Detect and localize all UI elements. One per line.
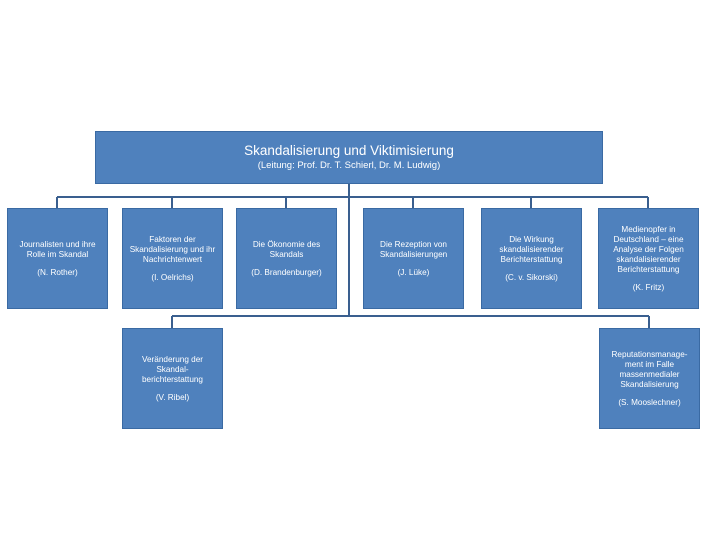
- project-node-rother: Journalisten und ihre Rolle im Skandal (…: [7, 208, 108, 309]
- root-node: Skandalisierung und Viktimisierung (Leit…: [95, 131, 603, 184]
- project-lead: (S. Mooslechner): [618, 397, 681, 407]
- project-node-oelrichs: Faktoren der Skandalisierung und ihr Nac…: [122, 208, 223, 309]
- project-node-ribel: Veränderung der Skandal- berichterstattu…: [122, 328, 223, 429]
- project-lead: (V. Ribel): [155, 392, 190, 402]
- project-node-fritz: Medienopfer in Deutschland – eine Analys…: [598, 208, 699, 309]
- project-title: Die Rezeption von Skandalisierungen: [379, 239, 448, 259]
- project-lead: (I. Oelrichs): [151, 272, 194, 282]
- project-lead: (N. Rother): [37, 267, 78, 277]
- project-lead: (J. Lüke): [397, 267, 430, 277]
- project-title: Die Wirkung skandalisierender Berichters…: [499, 234, 564, 264]
- project-title: Journalisten und ihre Rolle im Skandal: [19, 239, 96, 259]
- project-lead: (K. Fritz): [632, 282, 665, 292]
- project-title: Faktoren der Skandalisierung und ihr Nac…: [129, 234, 216, 264]
- project-title: Medienopfer in Deutschland – eine Analys…: [613, 224, 684, 274]
- project-lead: (D. Brandenburger): [251, 267, 322, 277]
- project-node-lueke: Die Rezeption von Skandalisierungen (J. …: [363, 208, 464, 309]
- project-node-sikorski: Die Wirkung skandalisierender Berichters…: [481, 208, 582, 309]
- project-title: Reputationsmanage- ment im Falle massenm…: [611, 349, 688, 389]
- project-title: Die Ökonomie des Skandals: [252, 239, 321, 259]
- project-lead: (C. v. Sikorski): [505, 272, 558, 282]
- project-node-brandenburger: Die Ökonomie des Skandals (D. Brandenbur…: [236, 208, 337, 309]
- root-title: Skandalisierung und Viktimisierung: [244, 143, 454, 158]
- project-node-mooslechner: Reputationsmanage- ment im Falle massenm…: [599, 328, 700, 429]
- project-title: Veränderung der Skandal- berichterstattu…: [142, 354, 203, 384]
- root-lead: (Leitung: Prof. Dr. T. Schierl, Dr. M. L…: [257, 160, 441, 171]
